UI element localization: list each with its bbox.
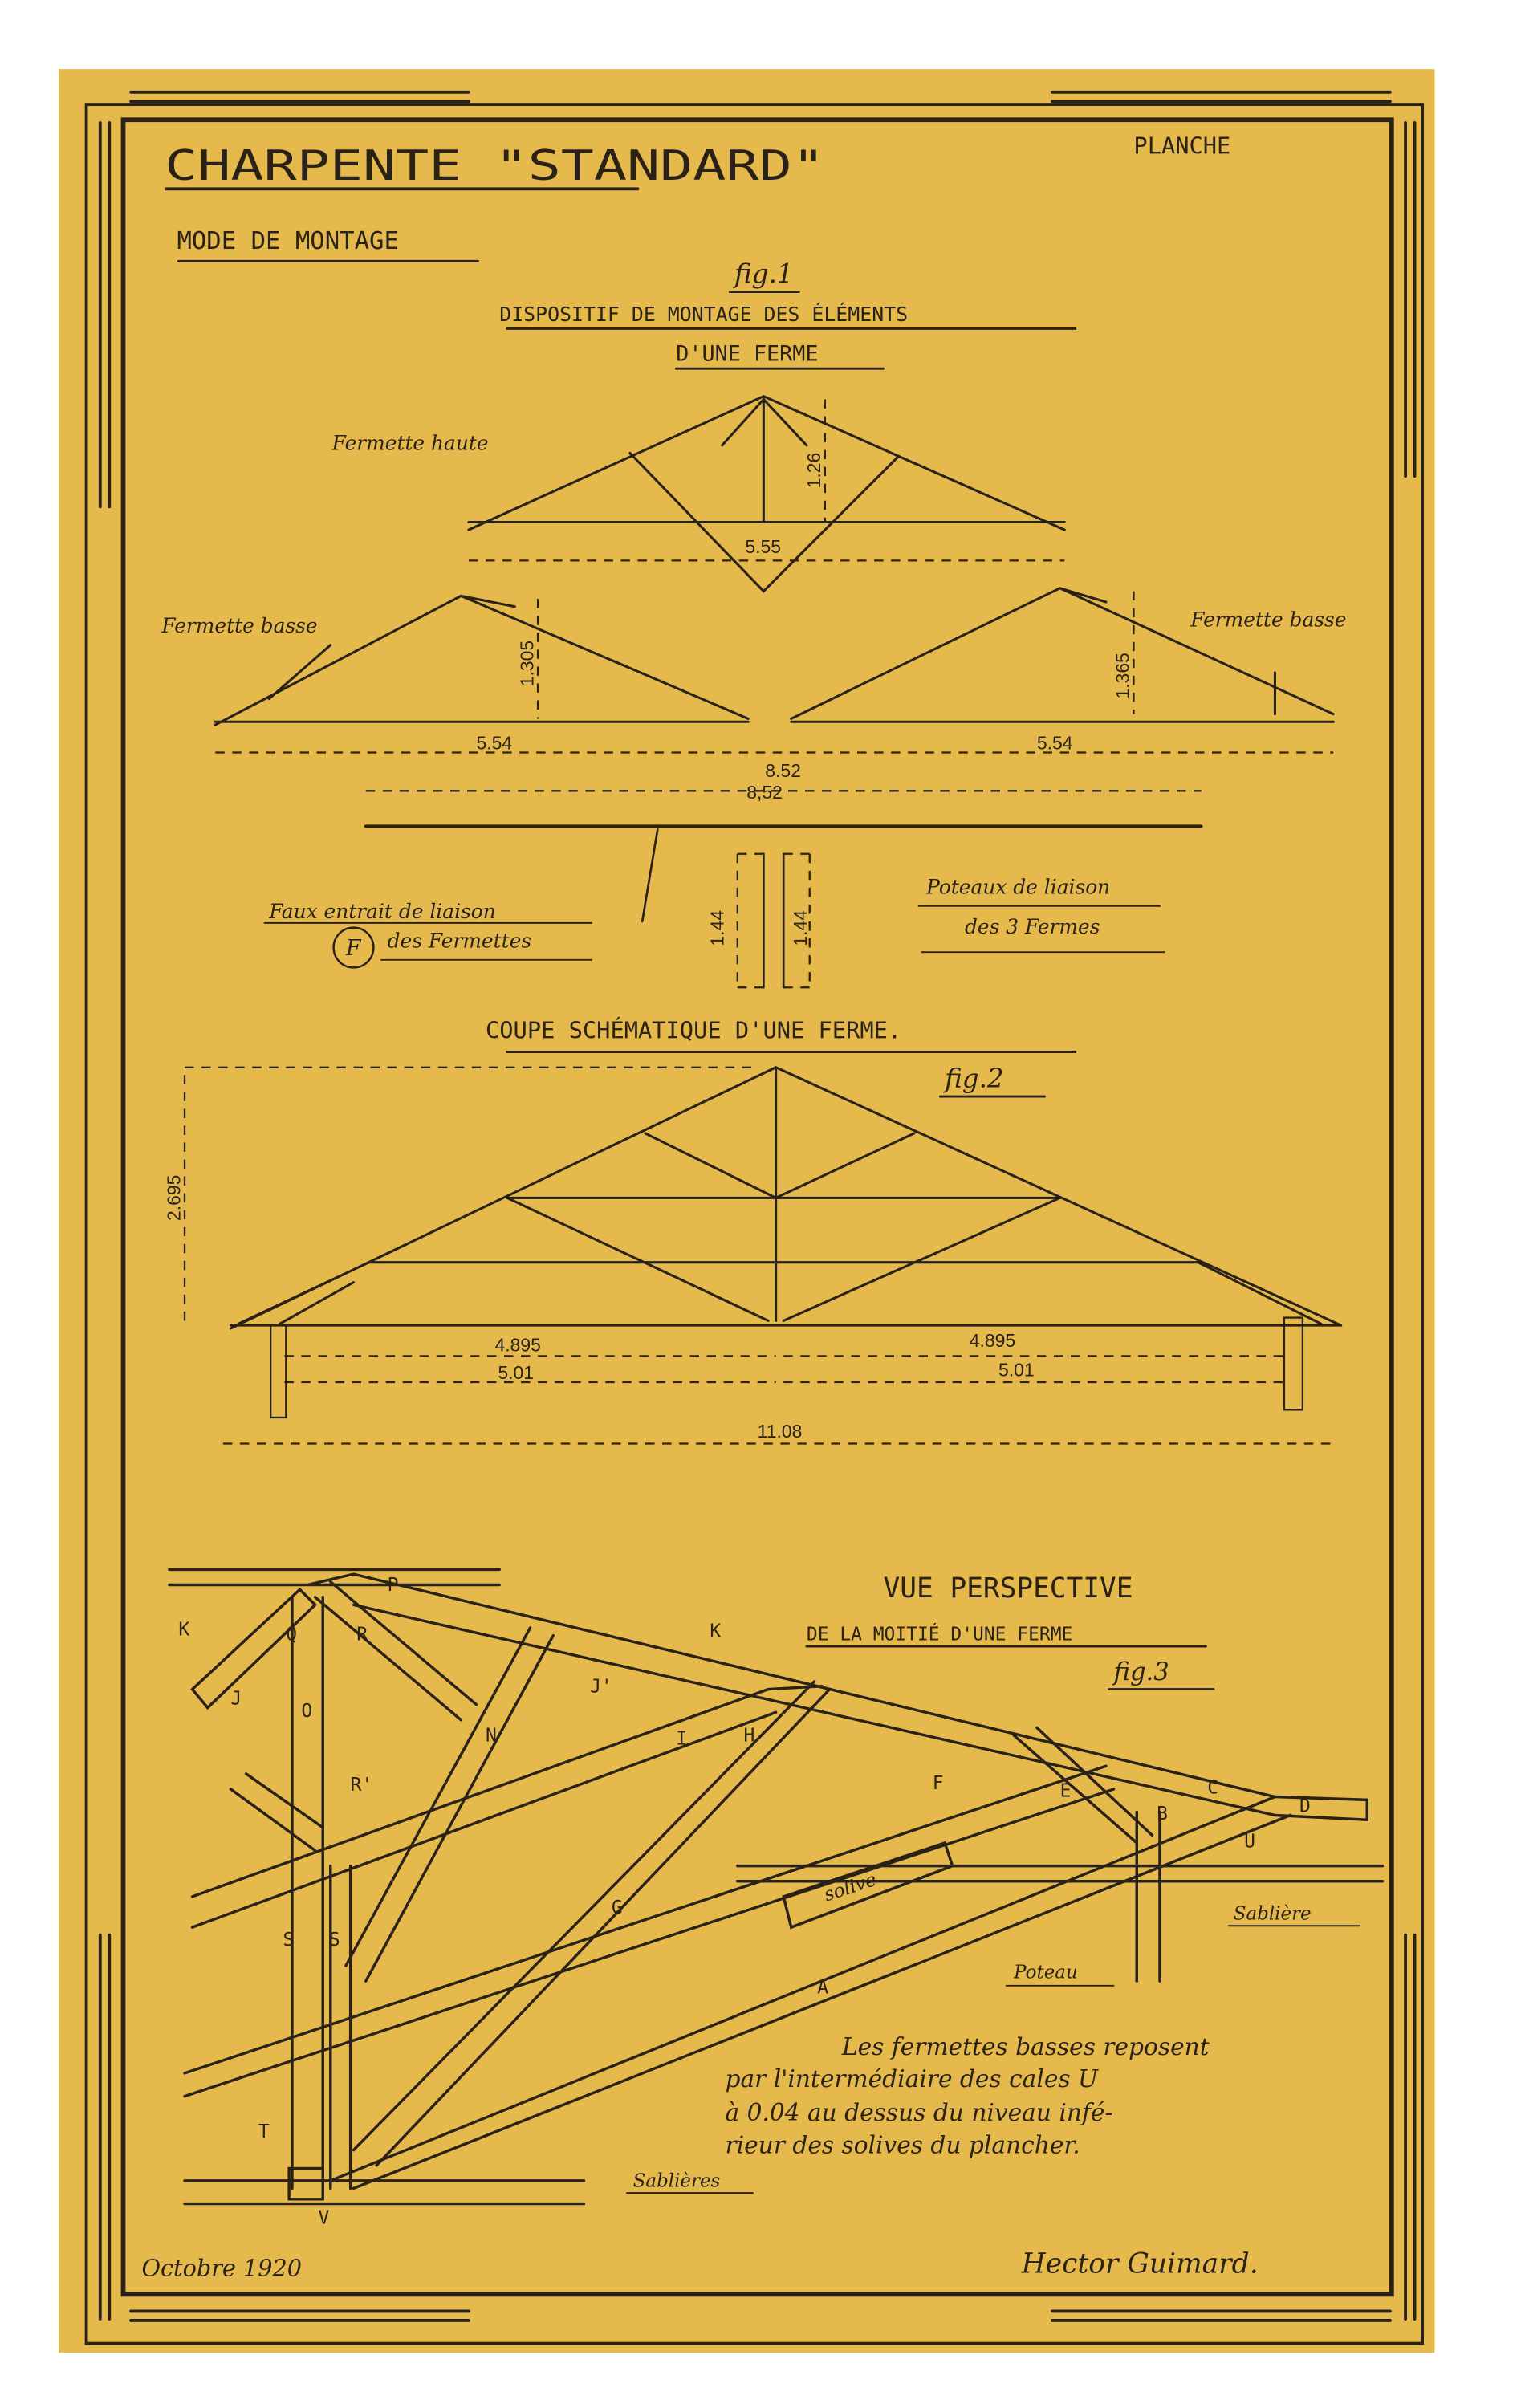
upper-truss-label: Fermette haute <box>331 432 489 455</box>
dim-right-height: 1.365 <box>1112 653 1133 698</box>
svg-text:R': R' <box>351 1775 373 1796</box>
sheet-title: CHARPENTE "STANDARD" <box>165 142 825 190</box>
svg-text:rieur des solives du plancher.: rieur des solives du plancher. <box>725 2130 1080 2158</box>
dim-left-outer: 5.01 <box>498 1362 534 1383</box>
post-label: Poteau <box>1013 1962 1078 1983</box>
fig3-label: fig.3 <box>1112 1658 1169 1686</box>
dim-left-height: 1.305 <box>516 641 537 686</box>
svg-text:R: R <box>356 1624 368 1645</box>
svg-text:par l'intermédiaire des cales: par l'intermédiaire des cales U <box>725 2064 1099 2093</box>
dim-post-left: 1.44 <box>707 910 728 946</box>
tie-label-line2: des Fermettes <box>388 929 532 952</box>
lower-trusses <box>214 587 1335 726</box>
section-truss <box>229 1066 1343 1419</box>
perspective-truss <box>168 1568 1385 2206</box>
fig1-caption-line1: DISPOSITIF DE MONTAGE DES ÉLÉMENTS <box>499 303 908 326</box>
svg-text:F: F <box>933 1773 944 1794</box>
svg-text:Les fermettes basses reposent: Les fermettes basses reposent <box>841 2032 1210 2060</box>
fig3-caption-line2: DE LA MOITIÉ D'UNE FERME <box>807 1622 1072 1645</box>
svg-text:à 0.04 au dessus du niveau inf: à 0.04 au dessus du niveau infé- <box>725 2098 1112 2126</box>
svg-text:H: H <box>743 1726 754 1747</box>
tie-posts: 1.44 1.44 <box>641 828 815 989</box>
fig1-label: fig.1 <box>732 258 794 289</box>
svg-text:C: C <box>1207 1778 1218 1799</box>
svg-text:K: K <box>710 1621 721 1642</box>
svg-text:E: E <box>1060 1781 1072 1802</box>
svg-text:O: O <box>301 1701 312 1722</box>
dim-right-span: 5.54 <box>1037 733 1073 754</box>
fig3-caption-line1: VUE PERSPECTIVE <box>884 1572 1133 1605</box>
svg-text:P: P <box>388 1575 399 1596</box>
subtitle: MODE DE MONTAGE <box>177 227 398 255</box>
svg-text:J: J <box>230 1689 242 1710</box>
fig2-caption: COUPE SCHÉMATIQUE D'UNE FERME. <box>486 1016 901 1043</box>
posts-label-line2: des 3 Fermes <box>965 915 1100 938</box>
dim-upper-span: 5.55 <box>745 536 781 557</box>
dim-center: 8.52 <box>765 760 801 781</box>
dim-tie-length: 8,52 <box>746 782 783 803</box>
svg-text:B: B <box>1157 1804 1168 1824</box>
svg-text:K: K <box>178 1620 189 1641</box>
border-frame <box>84 90 1425 2345</box>
svg-text:Q: Q <box>286 1624 297 1645</box>
fig2-label: fig.2 <box>942 1064 1004 1094</box>
tie-marker: F <box>345 936 362 961</box>
svg-text:A: A <box>817 1977 828 1998</box>
svg-text:U: U <box>1244 1832 1255 1853</box>
fig1-caption-line2: D'UNE FERME <box>676 342 818 367</box>
svg-text:G: G <box>612 1898 623 1918</box>
svg-text:S: S <box>329 1930 340 1950</box>
left-truss-label: Fermette basse <box>161 614 317 637</box>
svg-text:V: V <box>318 2207 329 2228</box>
svg-text:J': J' <box>590 1676 612 1697</box>
signature: Hector Guimard. <box>1021 2248 1259 2280</box>
date: Octobre 1920 <box>141 2254 302 2281</box>
svg-text:S: S <box>283 1930 294 1950</box>
part-letters: P K Q R J O N J' K I H R' F E C D B U G … <box>178 1575 1310 2228</box>
dim-upper-height: 1.26 <box>803 453 824 489</box>
posts-label-line1: Poteaux de liaison <box>925 876 1110 899</box>
paper <box>59 69 1435 2353</box>
svg-text:T: T <box>258 2121 270 2142</box>
dim-post-right: 1.44 <box>790 910 811 946</box>
svg-text:N: N <box>486 1726 497 1747</box>
right-truss-label: Fermette basse <box>1190 608 1346 632</box>
dim-height: 2.695 <box>163 1175 184 1221</box>
plate-label: PLANCHE <box>1133 132 1230 159</box>
dim-right-inner: 4.895 <box>970 1330 1015 1351</box>
dim-right-outer: 5.01 <box>998 1359 1035 1380</box>
upper-truss <box>467 394 1066 593</box>
tie-label-line1: Faux entrait de liaison <box>268 900 496 923</box>
wall-plates-label: Sablières <box>633 2170 721 2191</box>
assembly-note: Les fermettes basses reposent par l'inte… <box>725 2032 1209 2158</box>
svg-text:I: I <box>676 1728 687 1749</box>
dim-left-span: 5.54 <box>477 733 513 754</box>
dim-left-inner: 4.895 <box>495 1335 541 1356</box>
svg-text:D: D <box>1299 1796 1311 1817</box>
wall-plate-label: Sablière <box>1234 1904 1312 1925</box>
dim-total: 11.08 <box>758 1421 803 1442</box>
